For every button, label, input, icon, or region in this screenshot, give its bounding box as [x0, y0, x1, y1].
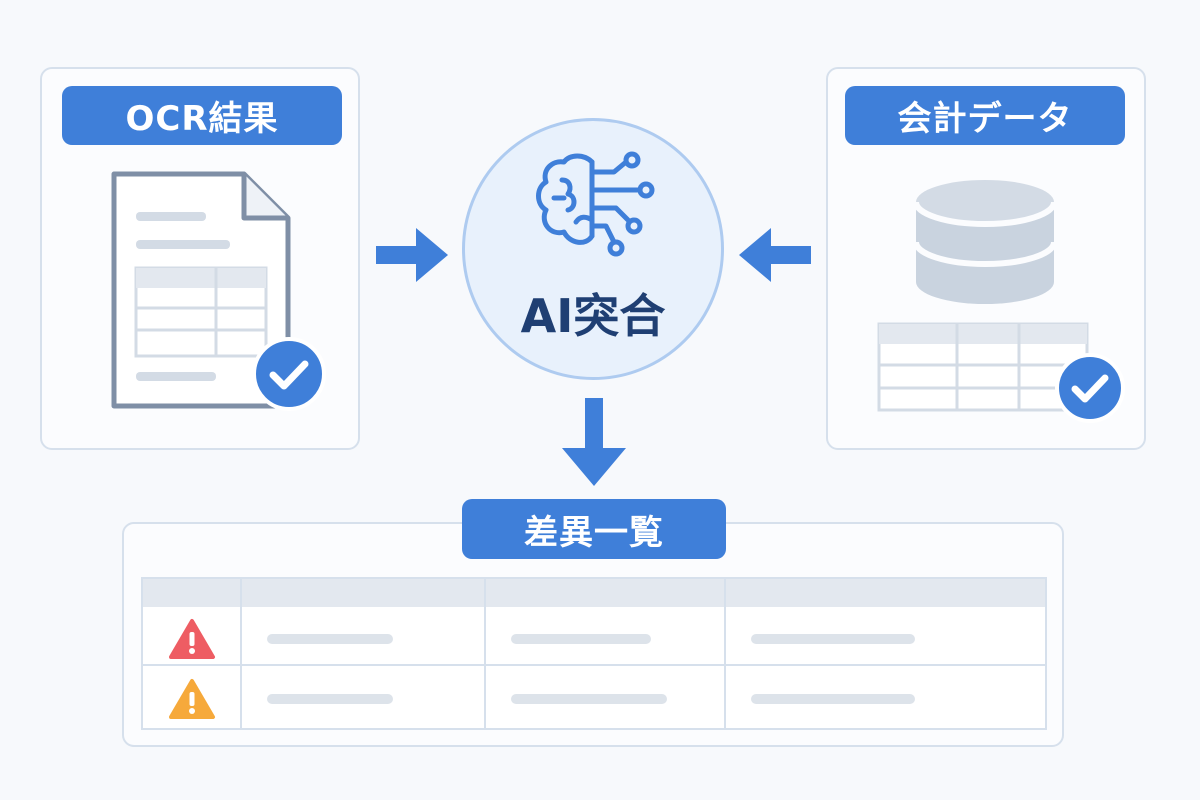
ai-brain-icon: [536, 151, 655, 257]
cell-placeholder: [511, 634, 651, 644]
column-divider: [484, 579, 486, 728]
column-divider: [724, 579, 726, 728]
diff-panel-title: 差異一覧: [462, 499, 726, 559]
accounting-panel-title: 会計データ: [845, 86, 1125, 145]
ai-node-title: AI突合: [520, 289, 666, 343]
arrow-right-icon: [376, 228, 448, 282]
document-icon: [111, 171, 291, 409]
cell-placeholder: [751, 694, 915, 704]
warning-orange-icon: [169, 679, 215, 719]
cell-placeholder: [751, 634, 915, 644]
diff-table: [141, 577, 1047, 730]
cell-placeholder: [267, 694, 393, 704]
check-badge-icon: [252, 337, 326, 411]
arrow-down-icon: [562, 398, 626, 486]
database-icon: [913, 180, 1057, 304]
cell-placeholder: [511, 694, 667, 704]
table-header: [143, 579, 1045, 607]
spreadsheet-icon: [877, 322, 1089, 412]
column-divider: [240, 579, 242, 728]
check-badge-icon: [1055, 353, 1125, 423]
warning-red-icon: [169, 619, 215, 659]
ocr-panel-title: OCR結果: [62, 86, 342, 145]
cell-placeholder: [267, 634, 393, 644]
table-row: [143, 607, 1045, 666]
arrow-left-icon: [739, 228, 811, 282]
